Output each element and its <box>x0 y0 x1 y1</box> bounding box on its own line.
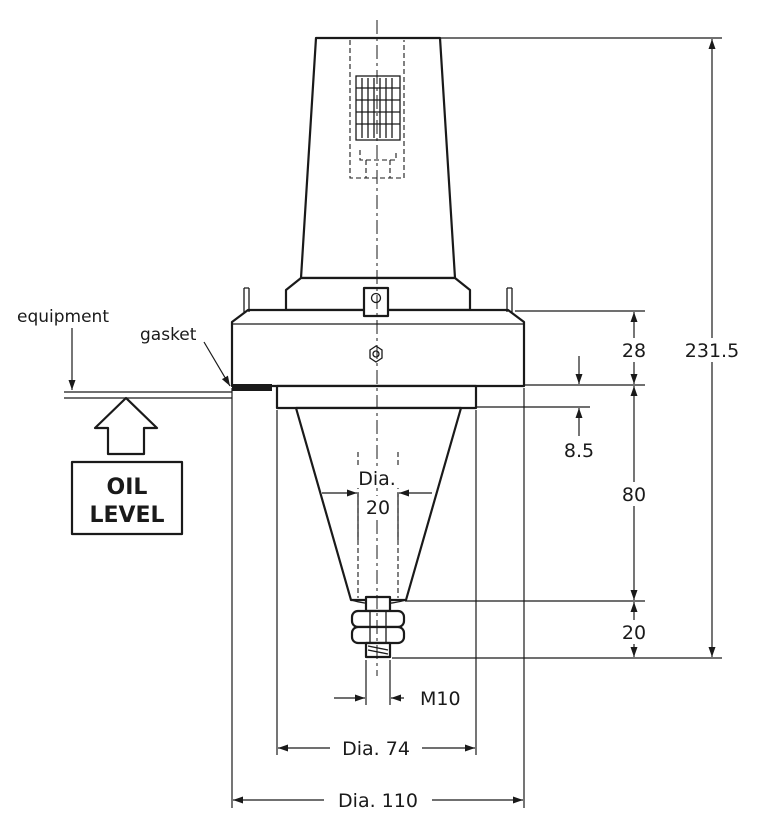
left-pin <box>243 287 250 312</box>
front-nut-icon <box>369 345 383 363</box>
oil-level-box <box>70 460 184 536</box>
dim-flange-dia: Dia. 110 <box>338 790 418 812</box>
part-body <box>230 36 526 659</box>
gasket <box>232 384 272 391</box>
dim-spigot-dia: Dia. 74 <box>342 738 410 760</box>
bracket-hole <box>370 292 382 304</box>
dim-bore-value: 20 <box>366 497 390 519</box>
dim-flange-height: 28 <box>622 340 646 362</box>
gasket-label: gasket <box>140 325 197 345</box>
dim-cone-height: 80 <box>622 484 646 506</box>
oil-level-text-line2: LEVEL <box>89 503 164 528</box>
dim-total-height: 231.5 <box>685 340 739 362</box>
dim-recess: 8.5 <box>564 440 594 462</box>
right-pin <box>506 287 513 312</box>
labels: equipment gasket OIL LEVEL 231.5 28 8.5 … <box>17 307 748 812</box>
dim-thread: M10 <box>420 688 461 710</box>
top-cap <box>299 36 457 280</box>
stud-assembly <box>350 595 406 659</box>
dim-stud-length: 20 <box>622 622 646 644</box>
equipment-label: equipment <box>17 307 109 327</box>
spring-coil <box>355 75 401 141</box>
dim-bore-label: Dia. <box>358 468 396 490</box>
oil-level-text-line1: OIL <box>107 475 148 500</box>
extension-lines <box>64 37 722 808</box>
oil-level-indicator <box>70 396 184 536</box>
up-arrow-icon <box>93 396 159 456</box>
front-nut-hole <box>372 350 380 358</box>
